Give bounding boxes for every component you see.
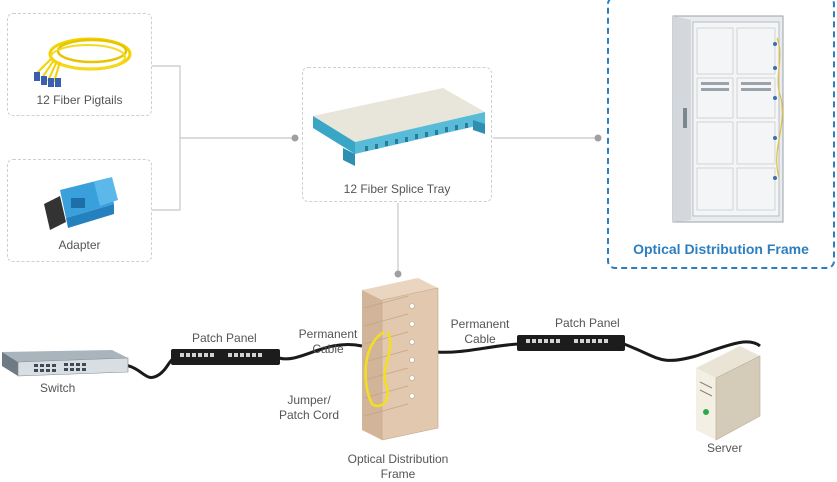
splice-tray-icon bbox=[313, 88, 485, 166]
splice-tray-label: 12 Fiber Splice Tray bbox=[343, 182, 451, 196]
patch-panel-right-icon bbox=[517, 335, 625, 351]
adapter-label: Adapter bbox=[58, 238, 101, 252]
cable-panel-to-server bbox=[623, 340, 761, 362]
pigtails-label: 12 Fiber Pigtails bbox=[36, 93, 123, 107]
adapter-card[interactable]: Adapter bbox=[7, 159, 152, 262]
fiber-pigtails-icon bbox=[34, 37, 132, 87]
odf-bottom-label-line1: Optical Distribution bbox=[347, 452, 449, 466]
jumper-cord bbox=[364, 330, 392, 408]
jumper-label-line1: Jumper/ bbox=[287, 393, 331, 407]
odf-bottom-label: Optical Distribution Frame bbox=[336, 452, 460, 482]
odf-featured-label: Optical Distribution Frame bbox=[633, 241, 809, 257]
odf-featured-card[interactable]: Optical Distribution Frame bbox=[607, 0, 835, 269]
connector-dot-left bbox=[291, 134, 299, 142]
jumper-label: Jumper/ Patch Cord bbox=[273, 393, 345, 423]
switch-label: Switch bbox=[40, 381, 76, 395]
odf-frame-icon bbox=[362, 278, 439, 441]
switch-icon bbox=[2, 350, 129, 377]
cable-switch-to-panel bbox=[125, 356, 175, 379]
permanent-cable-left-label: Permanent Cable bbox=[290, 327, 366, 357]
patch-panel-left-label: Patch Panel bbox=[192, 331, 257, 345]
pigtails-card[interactable]: 12 Fiber Pigtails bbox=[7, 13, 152, 116]
permanent-cable-left-line2: Cable bbox=[312, 342, 344, 356]
splice-tray-card[interactable]: 12 Fiber Splice Tray bbox=[302, 67, 492, 202]
permanent-cable-right bbox=[435, 342, 519, 354]
permanent-cable-right-line1: Permanent bbox=[450, 317, 510, 331]
odf-bottom-label-line2: Frame bbox=[380, 467, 416, 481]
connector-dot-down bbox=[394, 270, 402, 278]
permanent-cable-left-line1: Permanent bbox=[298, 327, 358, 341]
patch-panel-left-icon bbox=[171, 349, 280, 365]
adapter-icon bbox=[44, 177, 118, 230]
connector-dot-right bbox=[594, 134, 602, 142]
permanent-cable-right-label: Permanent Cable bbox=[442, 317, 518, 347]
patch-panel-right-label: Patch Panel bbox=[555, 316, 620, 330]
permanent-cable-left bbox=[278, 343, 363, 361]
jumper-label-line2: Patch Cord bbox=[278, 408, 340, 422]
server-label: Server bbox=[707, 441, 743, 455]
permanent-cable-right-line2: Cable bbox=[464, 332, 496, 346]
server-icon bbox=[696, 346, 761, 441]
odf-cabinet-icon bbox=[672, 15, 784, 223]
